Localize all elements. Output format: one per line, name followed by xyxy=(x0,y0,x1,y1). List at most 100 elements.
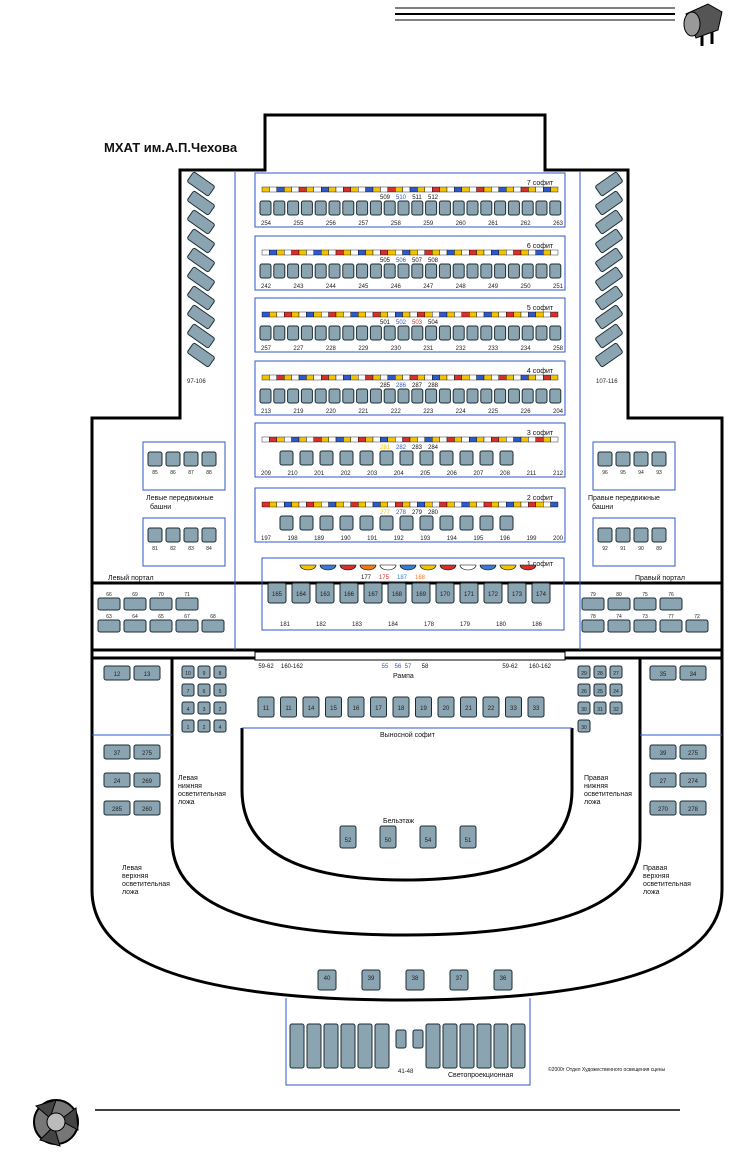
rampa-num: 160-162 xyxy=(281,664,304,670)
lamp-icon xyxy=(535,200,548,216)
stage-blue-frame xyxy=(234,172,581,650)
lamp-icon xyxy=(213,665,227,679)
color-cell xyxy=(528,436,537,443)
color-cell xyxy=(454,249,462,256)
lamp-icon xyxy=(459,450,474,466)
tower-num: 87 xyxy=(188,470,194,476)
front-num: 19 xyxy=(420,706,427,712)
front-num: 20 xyxy=(443,706,450,712)
batten-top-num: 284 xyxy=(428,445,439,451)
batten-frame xyxy=(254,487,566,543)
color-cell xyxy=(476,186,485,193)
lamp-icon xyxy=(363,582,383,604)
color-cell xyxy=(417,186,425,193)
color-cell xyxy=(454,501,462,508)
box-num: 1 xyxy=(187,725,190,731)
color-cell xyxy=(409,186,418,193)
color-cell xyxy=(372,501,381,508)
left-upper-label-2: верхняя xyxy=(122,873,149,880)
lamp-icon xyxy=(581,619,605,633)
batten-bottom-num: 227 xyxy=(293,346,304,352)
right-box-label-1: Правая xyxy=(584,775,608,782)
lamp-icon xyxy=(328,200,341,216)
color-cell xyxy=(387,501,396,508)
color-cell xyxy=(506,436,514,443)
front-num: 16 xyxy=(353,706,360,712)
lamp-icon xyxy=(411,582,431,604)
tower-num: 93 xyxy=(656,470,662,476)
color-cell xyxy=(343,501,351,508)
portal-num: 72 xyxy=(694,614,700,620)
lamp-icon xyxy=(133,800,161,816)
right-side-lamps xyxy=(595,171,623,368)
batten-mid-num: 171 xyxy=(464,592,475,598)
batten-bottom-num: 258 xyxy=(553,346,564,352)
lamp-icon xyxy=(181,701,195,715)
color-cell xyxy=(520,501,529,508)
lamp-icon xyxy=(549,388,562,404)
lamp-icon xyxy=(593,683,607,697)
rampa-num: 58 xyxy=(422,664,429,670)
lamp-icon xyxy=(279,450,294,466)
color-cell xyxy=(380,186,388,193)
color-cell xyxy=(284,501,292,508)
color-cell xyxy=(417,311,425,318)
color-cell xyxy=(498,374,507,381)
batten-bottom-num: 205 xyxy=(420,471,431,477)
batten-frame xyxy=(254,235,566,291)
batten-label: 1 софит xyxy=(527,561,554,568)
lamp-icon xyxy=(419,825,437,849)
batten-top-num: 506 xyxy=(396,258,407,264)
color-cell xyxy=(498,311,507,318)
color-cell xyxy=(291,249,300,256)
color-cell xyxy=(387,249,396,256)
batten-label: 3 софит xyxy=(527,430,554,437)
color-cell xyxy=(506,186,514,193)
lamp-icon xyxy=(103,744,131,760)
color-cell xyxy=(387,311,396,318)
lamp-icon xyxy=(452,325,465,341)
color-cell xyxy=(461,374,470,381)
lamp-icon xyxy=(187,304,215,330)
color-cell xyxy=(372,311,381,318)
color-cell xyxy=(483,249,492,256)
box-num: 32 xyxy=(613,707,619,713)
lamp-icon xyxy=(607,597,631,611)
lamp-icon xyxy=(452,263,465,279)
color-cell xyxy=(298,436,307,443)
color-cell xyxy=(432,374,440,381)
batten-bottom-num: 190 xyxy=(341,536,352,542)
lamp-icon xyxy=(549,263,562,279)
portal-num: 68 xyxy=(210,614,216,620)
batten-bottom-num: 224 xyxy=(456,409,467,415)
lamp-icon xyxy=(452,200,465,216)
color-cell xyxy=(328,186,337,193)
batten-top-num: 177 xyxy=(361,575,372,581)
lamp-icon xyxy=(300,263,313,279)
lamp-icon xyxy=(314,200,327,216)
batten-bottom-num: 225 xyxy=(488,409,499,415)
color-cell xyxy=(306,374,314,381)
front-num: 21 xyxy=(465,706,472,712)
batten-bottom-num: 204 xyxy=(394,471,405,477)
color-cell xyxy=(439,436,448,443)
lamp-icon xyxy=(459,1023,475,1069)
color-cell xyxy=(424,249,433,256)
right-portal-label: Правый портал xyxy=(635,574,685,582)
color-cell xyxy=(395,501,403,508)
color-cell xyxy=(439,501,448,508)
lamp-icon xyxy=(165,527,181,543)
batten-bottom-num: 208 xyxy=(500,471,511,477)
portal-num: 80 xyxy=(616,592,622,598)
lamp-icon xyxy=(649,772,677,788)
right-upper-label-1: Правая xyxy=(643,865,667,872)
color-cell xyxy=(321,374,329,381)
color-cell xyxy=(432,501,440,508)
color-cell xyxy=(476,374,485,381)
lamp-icon xyxy=(535,325,548,341)
batten-bottom-num: 186 xyxy=(532,622,543,628)
lamp-icon xyxy=(149,619,173,633)
